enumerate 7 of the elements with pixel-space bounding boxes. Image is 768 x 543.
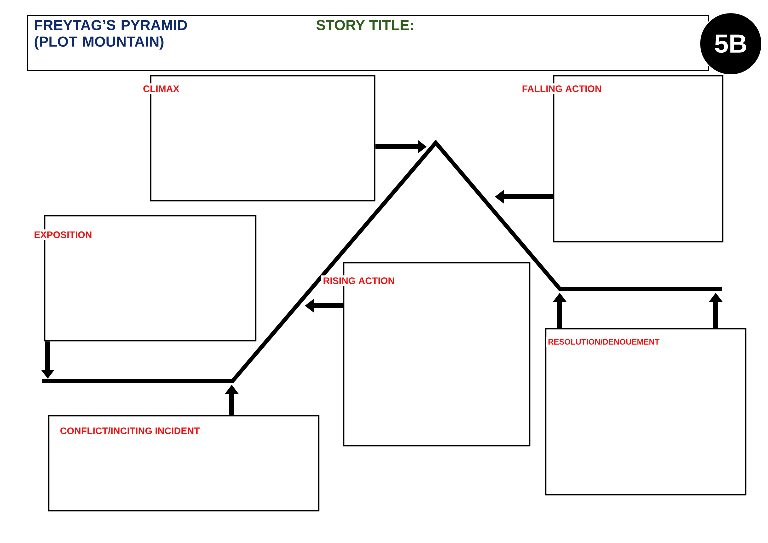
text-box: RESOLUTION/DENOUEMENT (545, 328, 747, 496)
header-box: FREYTAG’S PYRAMID (PLOT MOUNTAIN) STORY TITLE: (27, 15, 709, 71)
text-box: FALLING ACTION (520, 75, 724, 243)
text-box: EXPOSITION (32, 215, 257, 342)
text-box: RISING ACTION (321, 262, 531, 447)
text-box: CLIMAX (141, 75, 376, 202)
text-box: CONFLICT/INCITING INCIDENT (48, 415, 320, 512)
